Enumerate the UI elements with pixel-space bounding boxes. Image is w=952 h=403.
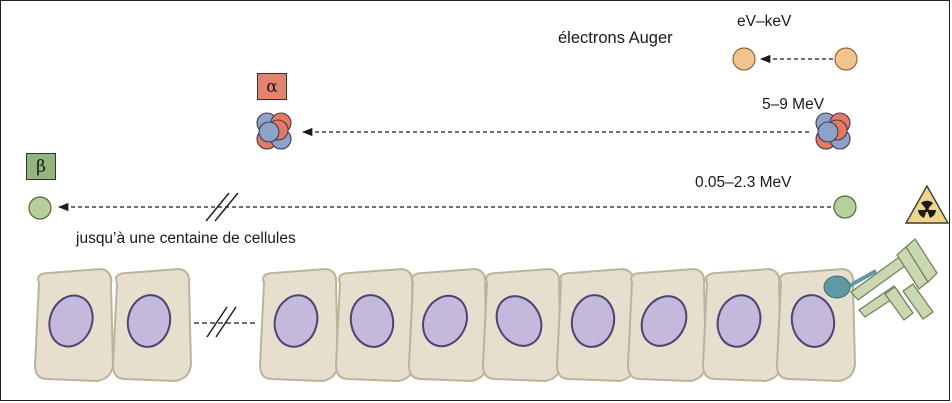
auger-electron (733, 48, 755, 70)
cell (336, 269, 414, 381)
beta-symbol: β (36, 157, 46, 177)
cell (628, 269, 706, 381)
beta-badge: β (26, 153, 56, 180)
alpha-particle-icon (257, 113, 850, 149)
auger-energy-label: eV–keV (737, 13, 791, 31)
range-note-label: jusqu’à une centaine de cellules (76, 230, 296, 248)
cell (113, 269, 191, 381)
beta-energy-label: 0.05–2.3 MeV (695, 174, 792, 192)
radionuclide-conjugate (824, 276, 850, 298)
cell-row (35, 269, 855, 381)
auger-electron (835, 48, 857, 70)
radiation-trefoil-icon (906, 186, 948, 223)
alpha-badge: α (257, 73, 287, 100)
cell (35, 269, 113, 381)
cell (260, 269, 338, 381)
cell (703, 269, 781, 381)
alpha-particle (257, 113, 291, 149)
alpha-symbol: α (266, 77, 277, 97)
alpha-particle (816, 113, 850, 149)
cell-row-break (194, 307, 256, 337)
cell (483, 269, 561, 381)
beta-electron (834, 196, 856, 218)
beta-electron (29, 197, 51, 219)
auger-label: électrons Auger (558, 29, 673, 48)
cell (557, 269, 635, 381)
alpha-energy-label: 5–9 MeV (762, 96, 824, 114)
cell (409, 269, 487, 381)
